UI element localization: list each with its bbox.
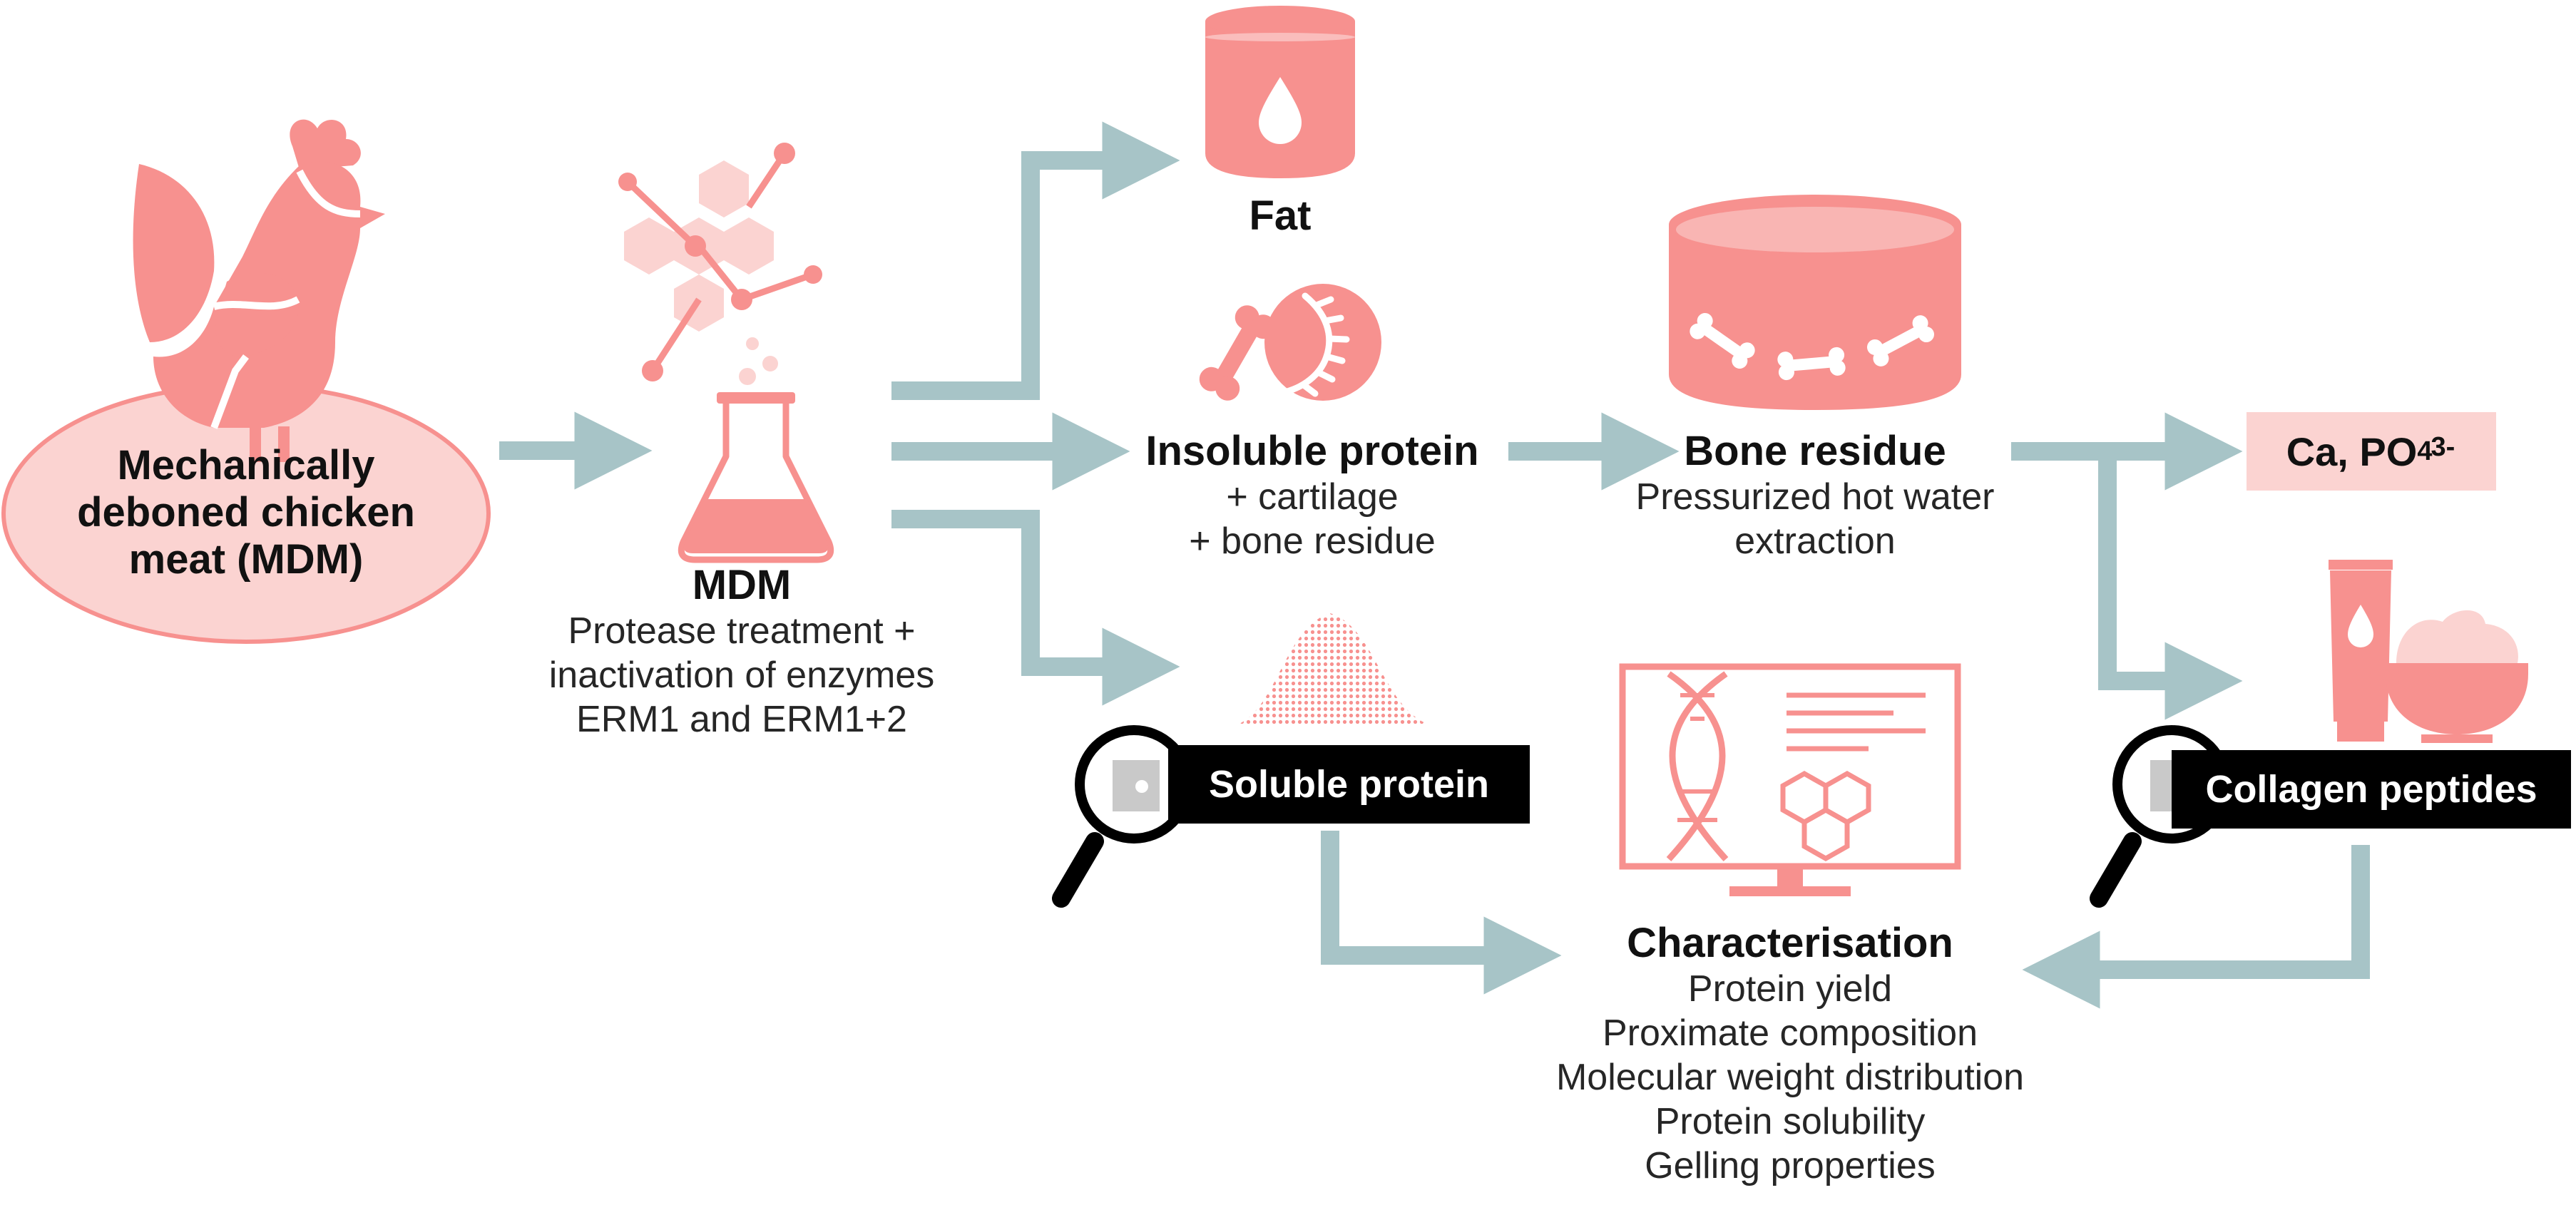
characterisation-line: Molecular weight distribution <box>1555 1057 2025 1098</box>
soluble-protein-label: Soluble protein <box>1168 745 1530 824</box>
collagen-title: Collagen peptides <box>2205 768 2537 811</box>
characterisation-line: Proximate composition <box>1603 1012 1978 1054</box>
arrow-soluble-to-characterisation <box>1321 831 1562 995</box>
insoluble-block: Insoluble protein + cartilage + bone res… <box>1113 428 1512 563</box>
minerals-sub: 4 <box>2417 436 2433 466</box>
characterisation-line: Protein yield <box>1687 968 1893 1010</box>
characterisation-block: Characterisation Protein yield Proximate… <box>1498 920 2082 1188</box>
magnifier-icon <box>1052 725 1193 908</box>
molecule-icon <box>618 143 822 381</box>
mdm-title: MDM <box>692 562 792 608</box>
bone-container-icon <box>1669 195 1961 410</box>
mdm-block: MDM Protease treatment + inactivation of… <box>513 562 970 742</box>
arrow-mdm-to-soluble <box>891 510 1180 706</box>
source-line: Mechanically <box>117 442 375 488</box>
collagen-peptides-label: Collagen peptides <box>2172 750 2571 829</box>
flask-icon <box>678 337 834 563</box>
bone-title: Bone residue <box>1684 428 1946 474</box>
insoluble-line: + cartilage <box>1226 476 1399 518</box>
minerals-sup: 3- <box>2431 431 2455 462</box>
arrow-mdm-to-fat <box>891 121 1180 400</box>
characterisation-title: Characterisation <box>1627 920 1953 966</box>
characterisation-line: Protein solubility <box>1655 1101 1926 1142</box>
bone-block: Bone residue Pressurized hot water extra… <box>1615 428 2015 563</box>
fat-label: Fat <box>1249 193 1312 239</box>
source-line: meat (MDM) <box>128 536 364 583</box>
fat-container-icon <box>1205 6 1355 178</box>
cosmetics-icon <box>2329 560 2528 743</box>
bone-spine-icon <box>1199 284 1381 401</box>
mdm-line: inactivation of enzymes <box>548 655 935 696</box>
bone-line: extraction <box>1734 521 1896 562</box>
insoluble-title: Insoluble protein <box>1145 428 1479 474</box>
chicken-cut-lines <box>210 169 361 429</box>
powder-pile-icon <box>1234 613 1433 726</box>
flow-arrows <box>499 121 2370 1009</box>
insoluble-line: + bone residue <box>1189 521 1436 562</box>
monitor-dna-icon <box>1619 663 1961 896</box>
characterisation-line: Gelling properties <box>1645 1145 1936 1186</box>
chicken-icon <box>133 119 385 462</box>
arrow-bone-to-collagen <box>2098 451 2243 720</box>
minerals-text: Ca, PO <box>2286 429 2418 474</box>
mdm-line: ERM1 and ERM1+2 <box>576 699 907 740</box>
bone-line: Pressurized hot water <box>1635 476 1995 518</box>
source-label: Mechanically deboned chicken meat (MDM) <box>29 442 464 583</box>
source-line: deboned chicken <box>77 489 415 535</box>
soluble-title: Soluble protein <box>1208 763 1489 806</box>
arrow-collagen-to-characterisation <box>2022 845 2370 1009</box>
mdm-line: Protease treatment + <box>568 610 916 652</box>
